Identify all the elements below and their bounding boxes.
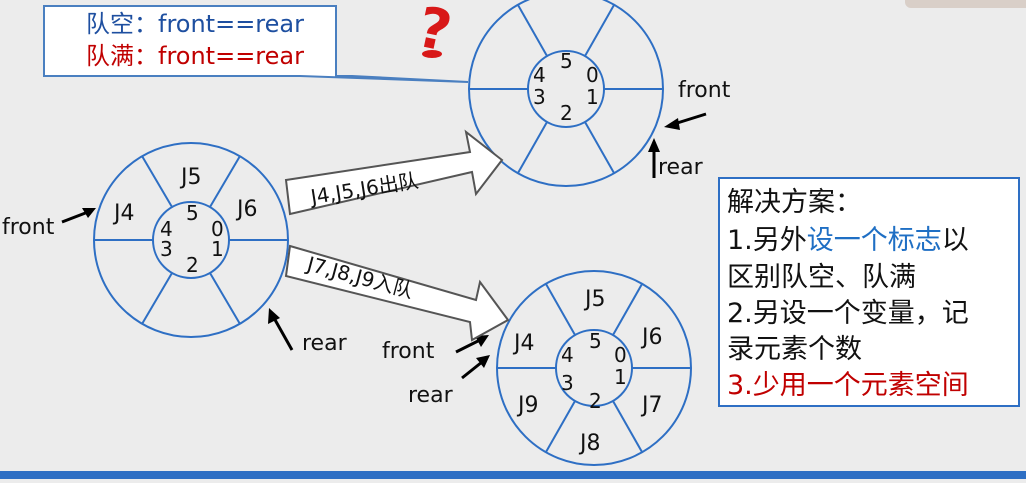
dequeue-arrow: J4,J5,J6出队 — [284, 129, 504, 216]
rear-label: rear — [302, 331, 348, 356]
dequeue-arrow-shape — [284, 129, 504, 216]
index-1: 1 — [586, 85, 599, 109]
callout: 队空：front==rear 队满：front==rear — [43, 5, 469, 83]
slot-label-j4: J4 — [512, 331, 535, 356]
rear-arrow-icon — [648, 138, 660, 178]
queue-bottom: J5 J6 J7 J8 J9 J4 5 0 1 2 3 4 front rear — [382, 270, 692, 466]
slot-label-j6: J6 — [235, 197, 258, 222]
index-0: 0 — [586, 63, 599, 87]
callout-full-condition: 队满：front==rear — [86, 42, 304, 70]
index-1: 1 — [614, 365, 627, 389]
index-2: 2 — [560, 101, 573, 125]
solution-item-1: 1.另外设一个标志以 — [727, 225, 969, 256]
index-5: 5 — [186, 201, 199, 225]
rear-arrow-icon — [461, 355, 490, 380]
slot-label-j9: J9 — [516, 393, 539, 418]
enqueue-arrow-shape — [284, 244, 510, 342]
slot-label-j5: J5 — [583, 287, 606, 312]
front-label: front — [2, 215, 55, 240]
index-0: 0 — [614, 343, 627, 367]
index-1: 1 — [211, 237, 224, 261]
index-4: 4 — [561, 343, 574, 367]
enqueue-arrow: J7,J8,J9入队 — [284, 244, 510, 342]
rear-arrow-icon — [268, 308, 294, 351]
index-5: 5 — [589, 329, 602, 353]
front-label: front — [678, 78, 731, 103]
index-0: 0 — [211, 217, 224, 241]
index-4: 4 — [533, 63, 546, 87]
solution-frame — [718, 177, 1020, 407]
solution-item-2: 2.另设一个变量，记 — [727, 298, 969, 329]
queue-top: 5 0 1 2 3 4 front rear — [468, 0, 731, 187]
solution-box: 解决方案： 1.另外设一个标志以 区别队空、队满 2.另设一个变量，记 录元素个… — [718, 177, 1020, 407]
index-2: 2 — [589, 389, 602, 413]
ring-dividers — [497, 283, 691, 453]
solution-item-3: 3.少用一个元素空间 — [727, 370, 969, 401]
callout-empty-condition: 队空：front==rear — [86, 10, 304, 38]
index-2: 2 — [186, 253, 199, 277]
ring-dividers — [469, 4, 663, 174]
index-4: 4 — [160, 217, 173, 241]
rear-label: rear — [408, 383, 454, 408]
rear-label: rear — [658, 155, 704, 180]
index-3: 3 — [561, 371, 574, 395]
slot-label-j8: J8 — [578, 431, 601, 456]
front-arrow-icon — [455, 335, 489, 354]
slot-label-j7: J7 — [640, 393, 663, 418]
index-3: 3 — [533, 85, 546, 109]
solution-item-2-cont: 录元素个数 — [727, 334, 862, 365]
slot-label-j5: J5 — [179, 165, 202, 190]
presenter-video-corner — [905, 0, 1026, 8]
question-mark-icon: ? — [412, 0, 457, 65]
index-5: 5 — [560, 49, 573, 73]
front-label: front — [382, 339, 435, 364]
slot-label-j6: J6 — [640, 325, 663, 350]
slot-label-j4: J4 — [112, 201, 135, 226]
front-arrow-icon — [61, 208, 96, 224]
index-3: 3 — [160, 237, 173, 261]
bottom-accent-bar — [0, 471, 1026, 479]
solution-title: 解决方案： — [727, 187, 862, 218]
callout-bubble — [43, 5, 469, 83]
front-arrow-icon — [664, 112, 707, 130]
queue-left: J5 J6 J4 5 0 1 2 3 4 front rear — [2, 142, 348, 356]
solution-item-1-cont: 区别队空、队满 — [727, 262, 916, 293]
ring-dividers — [94, 155, 288, 325]
